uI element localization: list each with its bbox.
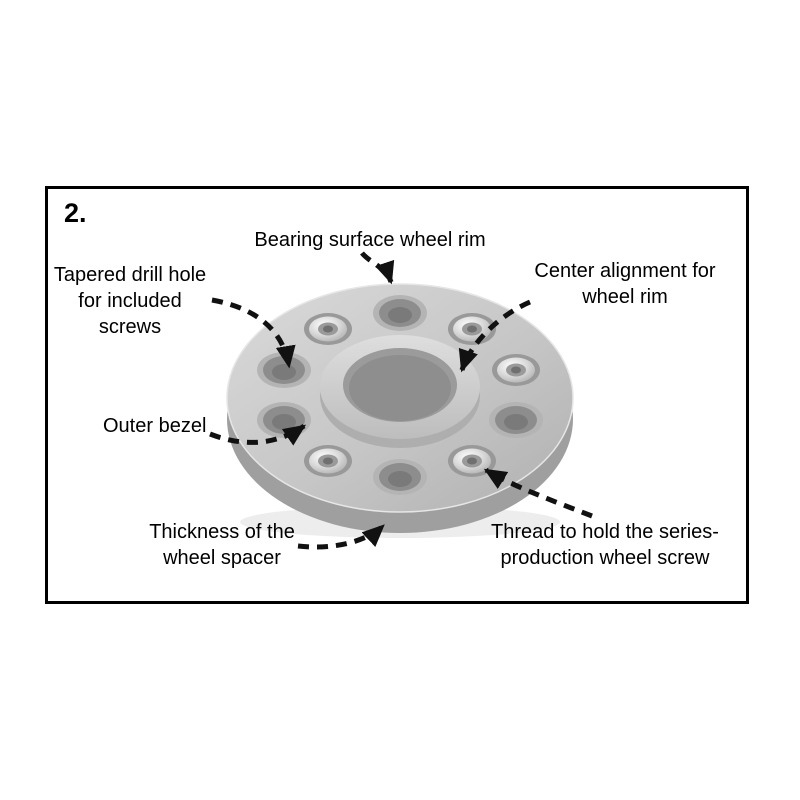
label-line: Thickness of the [149,521,295,543]
arrow-thread [483,467,593,519]
threaded-hole [448,313,496,345]
step-number: 2. [64,198,87,228]
label-line: Center alignment for [534,260,716,282]
label-bearing-surface: Bearing surface wheel rim [245,227,495,253]
countersunk-hole [257,402,311,438]
threaded-hole [304,445,352,477]
label-line: production wheel screw [500,547,710,569]
label-line: Tapered drill hole [53,264,207,286]
countersunk-holes [257,295,543,495]
spacer-center-hub [320,335,480,448]
arrow-bearing-surface [360,251,395,285]
arrow-tapered-drill-hole [211,297,296,369]
label-line: wheel spacer [163,547,281,569]
label-thread: Thread to hold the series- production wh… [485,519,725,571]
label-line: Thread to hold the series- [491,521,719,543]
countersunk-hole [257,352,311,388]
arrow-thickness [297,524,385,550]
countersunk-hole [373,295,427,331]
label-line: wheel rim [582,286,668,308]
threaded-hole [304,313,352,345]
label-line: for included [78,290,182,312]
label-line: Bearing surface wheel rim [254,229,486,251]
threaded-holes [304,313,540,477]
threaded-hole [448,445,496,477]
countersunk-hole [489,402,543,438]
label-center-alignment: Center alignment for wheel rim [520,258,730,310]
threaded-hole [492,354,540,386]
countersunk-hole [373,459,427,495]
label-outer-bezel: Outer bezel [103,413,223,439]
arrow-center-alignment [458,299,531,373]
label-thickness: Thickness of the wheel spacer [147,519,297,571]
label-line: Outer bezel [103,415,207,437]
label-line: screws [98,316,162,338]
label-tapered-drill-hole: Tapered drill hole for included screws [45,262,215,340]
